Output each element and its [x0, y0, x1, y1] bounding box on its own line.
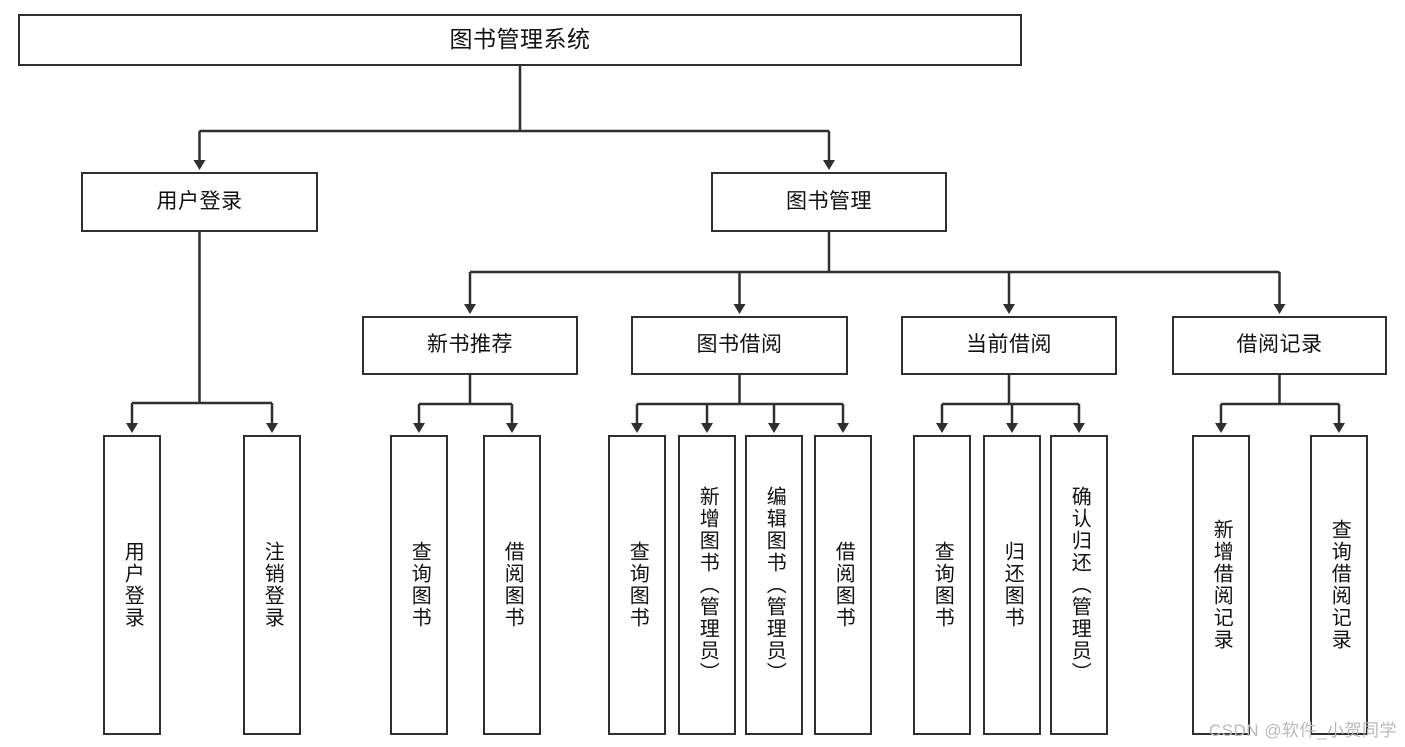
- node-label: 借阅记录: [1236, 333, 1323, 357]
- node-label: 用户登录: [156, 189, 243, 213]
- node-label: 查询借阅记录: [1328, 519, 1351, 651]
- node-current[interactable]: 当前借阅: [901, 316, 1117, 375]
- node-borrow[interactable]: 图书借阅: [631, 316, 848, 375]
- node-leaf-6[interactable]: 新增图书（管理员）: [678, 435, 736, 735]
- node-label: 图书管理系统: [449, 26, 591, 53]
- node-label: 注销登录: [261, 541, 284, 629]
- node-label: 用户登录: [121, 541, 144, 629]
- node-label: 查询图书: [408, 541, 431, 629]
- node-label: 图书管理: [786, 189, 872, 213]
- node-label: 借阅图书: [501, 541, 524, 629]
- node-label: 新书推荐: [427, 333, 513, 357]
- node-leaf-4[interactable]: 借阅图书: [483, 435, 541, 735]
- node-leaf-2[interactable]: 注销登录: [243, 435, 301, 735]
- watermark-credit: CSDN @软件_小贺同学: [1208, 721, 1397, 740]
- node-label: 查询图书: [626, 541, 649, 629]
- node-leaf-3[interactable]: 查询图书: [390, 435, 448, 735]
- node-root[interactable]: 图书管理系统: [18, 14, 1022, 66]
- node-leaf-9[interactable]: 查询图书: [913, 435, 971, 735]
- node-label: 归还图书: [1001, 541, 1024, 629]
- node-leaf-1[interactable]: 用户登录: [103, 435, 161, 735]
- node-label: 图书借阅: [696, 333, 783, 357]
- node-label: 新增图书（管理员）: [696, 486, 719, 684]
- node-leaf-12[interactable]: 新增借阅记录: [1192, 435, 1250, 735]
- node-label: 查询图书: [931, 541, 954, 629]
- node-leaf-8[interactable]: 借阅图书: [814, 435, 872, 735]
- node-label: 编辑图书（管理员）: [763, 486, 786, 684]
- node-label: 当前借阅: [966, 333, 1052, 357]
- node-leaf-7[interactable]: 编辑图书（管理员）: [745, 435, 803, 735]
- node-leaf-13[interactable]: 查询借阅记录: [1310, 435, 1368, 735]
- node-book-mgmt[interactable]: 图书管理: [711, 172, 947, 232]
- node-user-login[interactable]: 用户登录: [81, 172, 318, 232]
- node-leaf-10[interactable]: 归还图书: [983, 435, 1041, 735]
- node-label: 确认归还（管理员）: [1068, 486, 1091, 684]
- node-new-books[interactable]: 新书推荐: [362, 316, 578, 375]
- node-leaf-11[interactable]: 确认归还（管理员）: [1050, 435, 1108, 735]
- node-label: 借阅图书: [832, 541, 855, 629]
- node-label: 新增借阅记录: [1210, 519, 1233, 651]
- node-leaf-5[interactable]: 查询图书: [608, 435, 666, 735]
- node-records[interactable]: 借阅记录: [1172, 316, 1387, 375]
